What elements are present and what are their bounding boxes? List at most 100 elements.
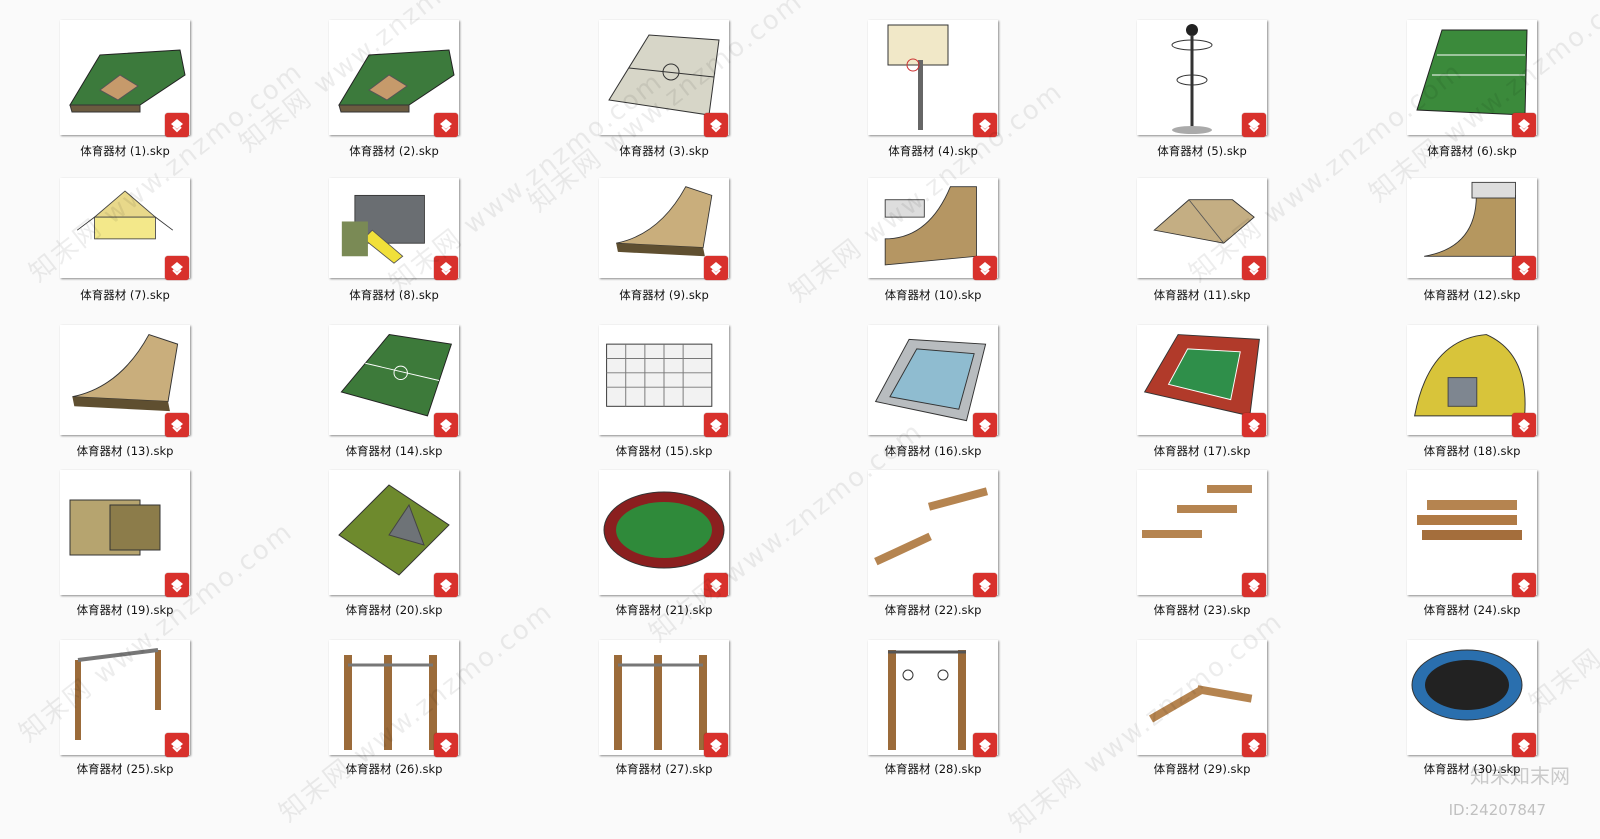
file-item[interactable]: 体育器材 (16).skp	[853, 0, 1013, 458]
dome-tent-icon	[1414, 334, 1526, 417]
file-name: 体育器材 (29).skp	[1153, 762, 1251, 776]
file-item[interactable]: 体育器材 (2).skp	[314, 0, 474, 158]
file-thumbnail[interactable]	[599, 470, 729, 597]
file-item[interactable]: 体育器材 (24).skp	[1392, 0, 1552, 617]
file-item[interactable]: 体育器材 (13).skp	[45, 0, 205, 458]
quarter-pipe-icon	[1424, 181, 1516, 257]
sketchup-file-icon	[704, 573, 728, 597]
file-thumbnail[interactable]	[1407, 470, 1537, 597]
file-item[interactable]: 体育器材 (10).skp	[853, 0, 1013, 302]
file-thumbnail[interactable]	[60, 640, 190, 757]
disc-golf-basket-icon	[1171, 24, 1213, 134]
file-thumbnail[interactable]	[1137, 178, 1267, 280]
file-thumbnail[interactable]	[60, 325, 190, 437]
soccer-field-icon	[340, 334, 453, 417]
file-item[interactable]: 体育器材 (3).skp	[584, 0, 744, 158]
file-item[interactable]: 体育器材 (22).skp	[853, 0, 1013, 617]
file-item[interactable]: 体育器材 (26).skp	[314, 0, 474, 776]
file-thumbnail[interactable]	[868, 178, 998, 280]
file-item[interactable]: 体育器材 (17).skp	[1122, 0, 1282, 458]
file-item[interactable]: 体育器材 (15).skp	[584, 0, 744, 458]
file-thumbnail[interactable]	[60, 20, 190, 137]
file-item[interactable]: 体育器材 (21).skp	[584, 0, 744, 617]
file-name: 体育器材 (13).skp	[76, 444, 174, 458]
file-item[interactable]: 体育器材 (23).skp	[1122, 0, 1282, 617]
file-thumbnail[interactable]	[329, 178, 459, 280]
baseball-field-icon	[338, 49, 455, 113]
file-thumbnail[interactable]	[1137, 470, 1267, 597]
file-item[interactable]: 体育器材 (7).skp	[45, 0, 205, 302]
file-name: 体育器材 (8).skp	[349, 288, 439, 302]
file-thumbnail[interactable]	[868, 325, 998, 437]
sketchup-file-icon	[434, 113, 458, 137]
file-thumbnail[interactable]	[1407, 20, 1537, 137]
file-item[interactable]: 体育器材 (20).skp	[314, 0, 474, 617]
file-thumbnail[interactable]	[599, 325, 729, 437]
file-thumbnail[interactable]	[1407, 640, 1537, 757]
playground-icon	[341, 194, 425, 264]
file-thumbnail[interactable]	[868, 640, 998, 757]
file-item[interactable]: 体育器材 (19).skp	[45, 0, 205, 617]
trampoline-icon	[1411, 649, 1523, 721]
file-thumbnail[interactable]	[868, 20, 998, 137]
pyramid-ramp-icon	[1153, 199, 1255, 244]
file-thumbnail[interactable]	[868, 470, 998, 597]
sketchup-file-icon	[704, 256, 728, 280]
sketchup-file-icon	[165, 733, 189, 757]
file-thumbnail[interactable]	[1137, 325, 1267, 437]
monkey-bars-icon	[75, 648, 161, 740]
sketchup-file-icon	[973, 113, 997, 137]
file-item[interactable]: 体育器材 (11).skp	[1122, 0, 1282, 302]
file-item[interactable]: 体育器材 (12).skp	[1392, 0, 1552, 302]
file-thumbnail[interactable]	[1137, 640, 1267, 757]
file-name: 体育器材 (17).skp	[1153, 444, 1251, 458]
file-name: 体育器材 (11).skp	[1153, 288, 1251, 302]
file-name: 体育器材 (27).skp	[615, 762, 713, 776]
sketchup-file-icon	[1512, 733, 1536, 757]
file-name: 体育器材 (24).skp	[1423, 603, 1521, 617]
file-thumbnail[interactable]	[329, 325, 459, 437]
sketchup-file-icon	[973, 733, 997, 757]
file-item[interactable]: 体育器材 (1).skp	[45, 0, 205, 158]
balance-beam-icon	[874, 487, 989, 566]
file-thumbnail[interactable]	[60, 470, 190, 597]
sketchup-file-icon	[1242, 733, 1266, 757]
file-name: 体育器材 (10).skp	[884, 288, 982, 302]
file-thumbnail[interactable]	[1407, 325, 1537, 437]
file-name: 体育器材 (16).skp	[884, 444, 982, 458]
file-item[interactable]: 体育器材 (9).skp	[584, 0, 744, 302]
file-name: 体育器材 (20).skp	[345, 603, 443, 617]
sketchup-file-icon	[1512, 113, 1536, 137]
file-item[interactable]: 体育器材 (8).skp	[314, 0, 474, 302]
file-item[interactable]: 体育器材 (25).skp	[45, 0, 205, 776]
file-item[interactable]: 体育器材 (18).skp	[1392, 0, 1552, 458]
sit-up-bench-icon	[1149, 685, 1253, 723]
file-item[interactable]: 体育器材 (6).skp	[1392, 0, 1552, 158]
file-item[interactable]: 体育器材 (14).skp	[314, 0, 474, 458]
file-thumbnail[interactable]	[1407, 178, 1537, 280]
file-thumbnail[interactable]	[60, 178, 190, 280]
file-name: 体育器材 (7).skp	[80, 288, 170, 302]
sketchup-file-icon	[973, 413, 997, 437]
file-name: 体育器材 (18).skp	[1423, 444, 1521, 458]
file-item[interactable]: 体育器材 (30).skp	[1392, 0, 1552, 776]
file-thumbnail[interactable]	[329, 470, 459, 597]
file-thumbnail[interactable]	[1137, 20, 1267, 137]
sketchup-file-icon	[973, 256, 997, 280]
sketchup-file-icon	[1242, 573, 1266, 597]
file-thumbnail[interactable]	[329, 20, 459, 137]
file-thumbnail[interactable]	[599, 640, 729, 757]
gym-rings-icon	[888, 650, 966, 750]
file-item[interactable]: 体育器材 (27).skp	[584, 0, 744, 776]
id-watermark: ID:24207847	[1448, 801, 1546, 819]
file-item[interactable]: 体育器材 (28).skp	[853, 0, 1013, 776]
file-item[interactable]: 体育器材 (4).skp	[853, 0, 1013, 158]
file-thumbnail[interactable]	[599, 20, 729, 137]
sketchup-file-icon	[704, 413, 728, 437]
file-thumbnail[interactable]	[599, 178, 729, 280]
file-item[interactable]: 体育器材 (29).skp	[1122, 0, 1282, 776]
file-item[interactable]: 体育器材 (5).skp	[1122, 0, 1282, 158]
pull-up-bars-icon	[344, 655, 437, 750]
brand-watermark: 知末知末网	[1470, 764, 1570, 788]
file-thumbnail[interactable]	[329, 640, 459, 757]
